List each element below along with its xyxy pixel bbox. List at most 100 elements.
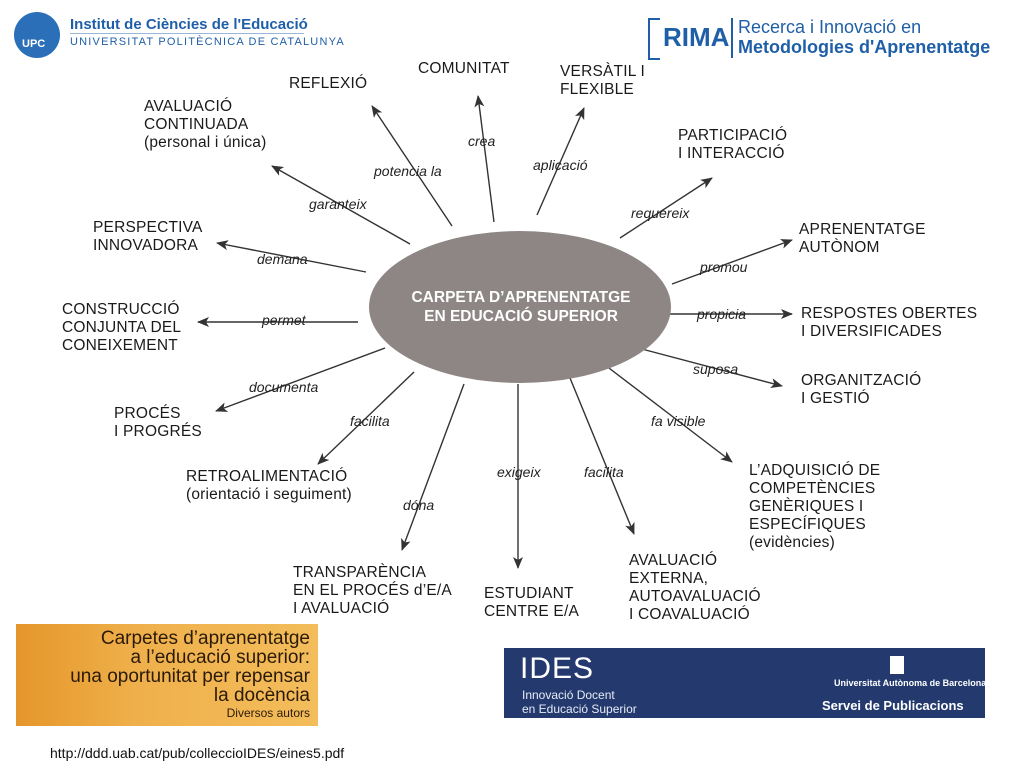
- node-line: EXTERNA,: [629, 570, 709, 587]
- node-line: COMUNITAT: [418, 60, 510, 77]
- rel-promou: promou: [700, 259, 748, 275]
- node-line: CONSTRUCCIÓ: [62, 301, 180, 318]
- node-avaluacio-externa: AVALUACIÓ EXTERNA, AUTOAVALUACIÓ I COAVA…: [629, 552, 761, 624]
- uab-university-name: Universitat Autònoma de Barcelona: [834, 678, 987, 688]
- upc-divider: [70, 33, 304, 34]
- rel-garanteix: garanteix: [309, 196, 367, 212]
- ides-banner: IDES Innovació Docent en Educació Superi…: [504, 648, 987, 718]
- node-reflexio: REFLEXIÓ: [289, 75, 367, 93]
- rima-line1: Recerca i Innovació en: [738, 17, 922, 37]
- node-line: I COAVALUACIÓ: [629, 606, 750, 623]
- node-line: VERSÀTIL I: [560, 63, 645, 80]
- node-line: COMPETÈNCIES: [749, 480, 876, 497]
- rel-facilita-right: facilita: [584, 464, 624, 480]
- book-title-line2: a l’educació superior:: [130, 647, 310, 668]
- arrow-demana: [216, 240, 367, 273]
- arrow-potencia: [371, 105, 453, 227]
- node-construccio: CONSTRUCCIÓ CONJUNTA DEL CONEIXEMENT: [62, 301, 181, 355]
- node-comunitat: COMUNITAT: [418, 60, 510, 78]
- node-line: AUTÒNOM: [799, 239, 880, 256]
- rel-documenta: documenta: [249, 379, 319, 395]
- node-adquisicio: L’ADQUISICIÓ DE COMPETÈNCIES GENÈRIQUES …: [749, 462, 880, 552]
- node-line: PERSPECTIVA: [93, 219, 203, 236]
- rel-potencia-la: potencia la: [374, 163, 442, 179]
- arrow-facilita-right: [569, 377, 635, 535]
- node-line: CONEIXEMENT: [62, 337, 178, 354]
- node-line: ESPECÍFIQUES: [749, 516, 866, 533]
- node-line: ORGANITZACIÓ: [801, 372, 922, 389]
- upc-logo: UPC: [14, 12, 60, 58]
- node-subtitle: (orientació i seguiment): [186, 486, 352, 503]
- book-title-line3: una oportunitat per repensar: [70, 666, 310, 687]
- node-line: GENÈRIQUES I: [749, 498, 864, 515]
- ides-line2: en Educació Superior: [522, 702, 637, 716]
- source-url[interactable]: http://ddd.uab.cat/pub/colleccioIDES/ein…: [50, 745, 345, 761]
- node-line: ESTUDIANT: [484, 585, 574, 602]
- rel-demana: demana: [257, 251, 308, 267]
- upc-university-name: UNIVERSITAT POLITÈCNICA DE CATALUNYA: [70, 36, 345, 48]
- node-line: CENTRE E/A: [484, 603, 580, 620]
- center-line2: EN EDUCACIÓ SUPERIOR: [424, 308, 618, 325]
- book-title-line1: Carpetes d’aprenentatge: [100, 628, 310, 649]
- rel-crea: crea: [468, 133, 496, 149]
- node-proces: PROCÉS I PROGRÉS: [114, 405, 202, 441]
- node-avaluacio-continuada: AVALUACIÓ CONTINUADA (personal i única): [144, 98, 267, 152]
- upc-institute-name: Institut de Ciències de l'Educació: [70, 16, 308, 33]
- arrow-facilita-left: [317, 371, 415, 465]
- node-line: FLEXIBLE: [560, 81, 634, 98]
- node-subtitle: (evidències): [749, 534, 835, 551]
- center-line1: CARPETA D’APRENENTATGE: [411, 289, 631, 306]
- node-line: EN EL PROCÉS d’E/A: [293, 582, 452, 599]
- arrow-dona: [401, 383, 465, 551]
- rel-requereix: requereix: [631, 205, 690, 221]
- node-line: REFLEXIÓ: [289, 75, 368, 92]
- arrow-aplicacio: [536, 107, 585, 216]
- node-line: I INTERACCIÓ: [678, 145, 785, 162]
- rel-fa-visible: fa visible: [651, 413, 706, 429]
- node-estudiant: ESTUDIANT CENTRE E/A: [484, 585, 579, 621]
- arrow-suposa: [637, 347, 783, 389]
- book-cover: Carpetes d’aprenentatge a l’educació sup…: [16, 624, 318, 726]
- node-line: TRANSPARÈNCIA: [293, 564, 427, 581]
- node-subtitle: (personal i única): [144, 134, 267, 151]
- rima-acronym: RIMA: [663, 22, 730, 52]
- rel-aplicacio: aplicació: [533, 157, 588, 173]
- rel-exigeix: exigeix: [497, 464, 541, 480]
- rel-permet: permet: [262, 312, 306, 328]
- rima-bracket: [648, 18, 660, 60]
- ides-line1: Innovació Docent: [522, 688, 615, 702]
- center-concept: CARPETA D’APRENENTATGE EN EDUCACIÓ SUPER…: [372, 288, 670, 326]
- rel-propicia: propicia: [697, 306, 747, 322]
- book-title-line4: la docència: [213, 685, 310, 706]
- node-line: PARTICIPACIÓ: [678, 127, 788, 144]
- node-transparencia: TRANSPARÈNCIA EN EL PROCÉS d’E/A I AVALU…: [293, 564, 452, 618]
- node-line: APRENENTATGE: [799, 221, 926, 238]
- node-organitzacio: ORGANITZACIÓ I GESTIÓ: [801, 372, 921, 408]
- node-line: I PROGRÉS: [114, 423, 202, 440]
- arrow-requereix: [619, 177, 713, 239]
- node-line: AUTOAVALUACIÓ: [629, 588, 761, 605]
- rel-dona: dóna: [403, 497, 435, 513]
- node-line: AVALUACIÓ: [629, 552, 718, 569]
- arrow-fa-visible: [604, 364, 733, 463]
- arrow-garanteix: [271, 165, 411, 245]
- node-line: CONJUNTA DEL: [62, 319, 182, 336]
- node-participacio: PARTICIPACIÓ I INTERACCIÓ: [678, 127, 787, 163]
- rel-suposa: suposa: [693, 361, 739, 377]
- arrow-crea: [474, 95, 495, 223]
- node-line: RESPOSTES OBERTES: [801, 305, 978, 322]
- node-respostes: RESPOSTES OBERTES I DIVERSIFICADES: [801, 305, 977, 341]
- node-line: L’ADQUISICIÓ DE: [749, 462, 881, 479]
- uab-logo-icon: [890, 656, 904, 674]
- node-retroalimentacio: RETROALIMENTACIÓ (orientació i seguiment…: [186, 468, 352, 504]
- book-authors: Diversos autors: [226, 706, 310, 720]
- rel-facilita-left: facilita: [350, 413, 390, 429]
- ides-title: IDES: [520, 652, 595, 685]
- center-ellipse: [369, 231, 671, 383]
- uab-publications-service: Servei de Publicacions: [822, 698, 964, 713]
- node-line: I AVALUACIÓ: [293, 600, 390, 617]
- node-line: PROCÉS: [114, 405, 181, 422]
- arrow-promou: [671, 239, 793, 285]
- node-perspectiva: PERSPECTIVA INNOVADORA: [93, 219, 203, 255]
